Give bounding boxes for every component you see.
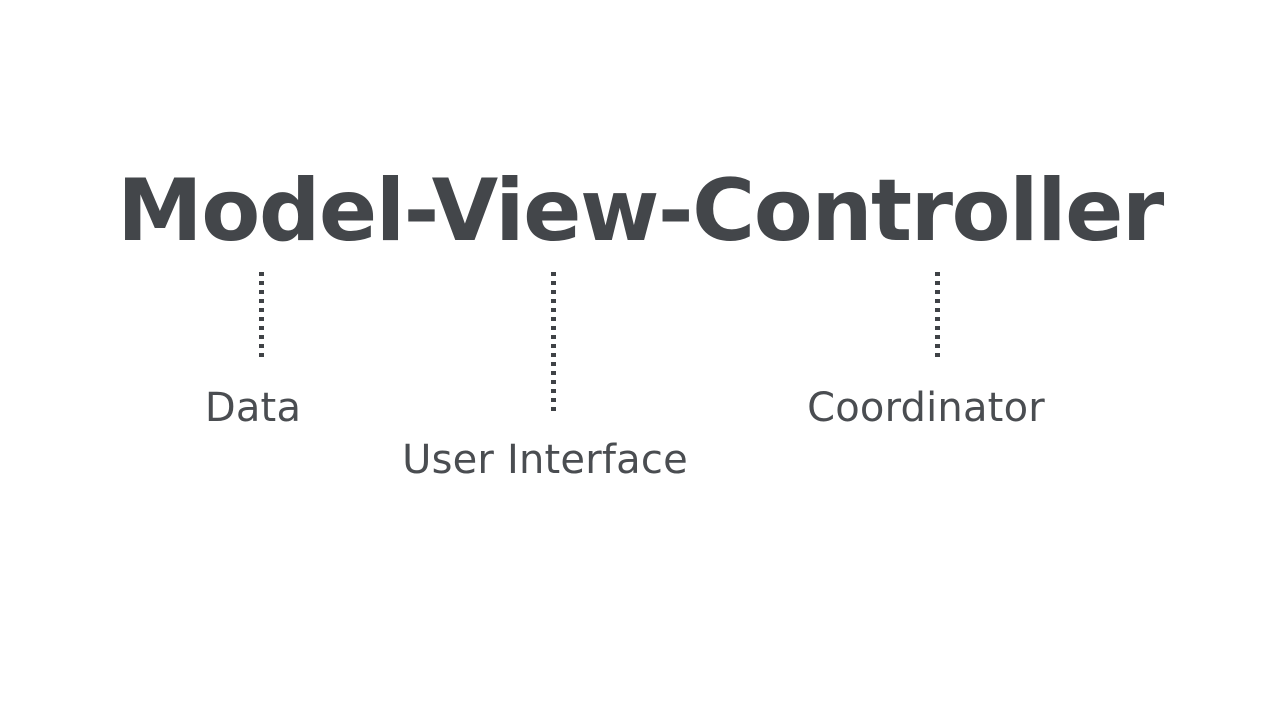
dotted-connector-model	[259, 272, 264, 362]
label-view-user-interface: User Interface	[402, 437, 688, 483]
label-controller-coordinator: Coordinator	[807, 385, 1045, 431]
dotted-connector-view	[551, 272, 556, 416]
dotted-connector-controller	[935, 272, 940, 362]
page-title: Model-View-Controller	[117, 161, 1164, 261]
label-model-data: Data	[204, 385, 302, 431]
